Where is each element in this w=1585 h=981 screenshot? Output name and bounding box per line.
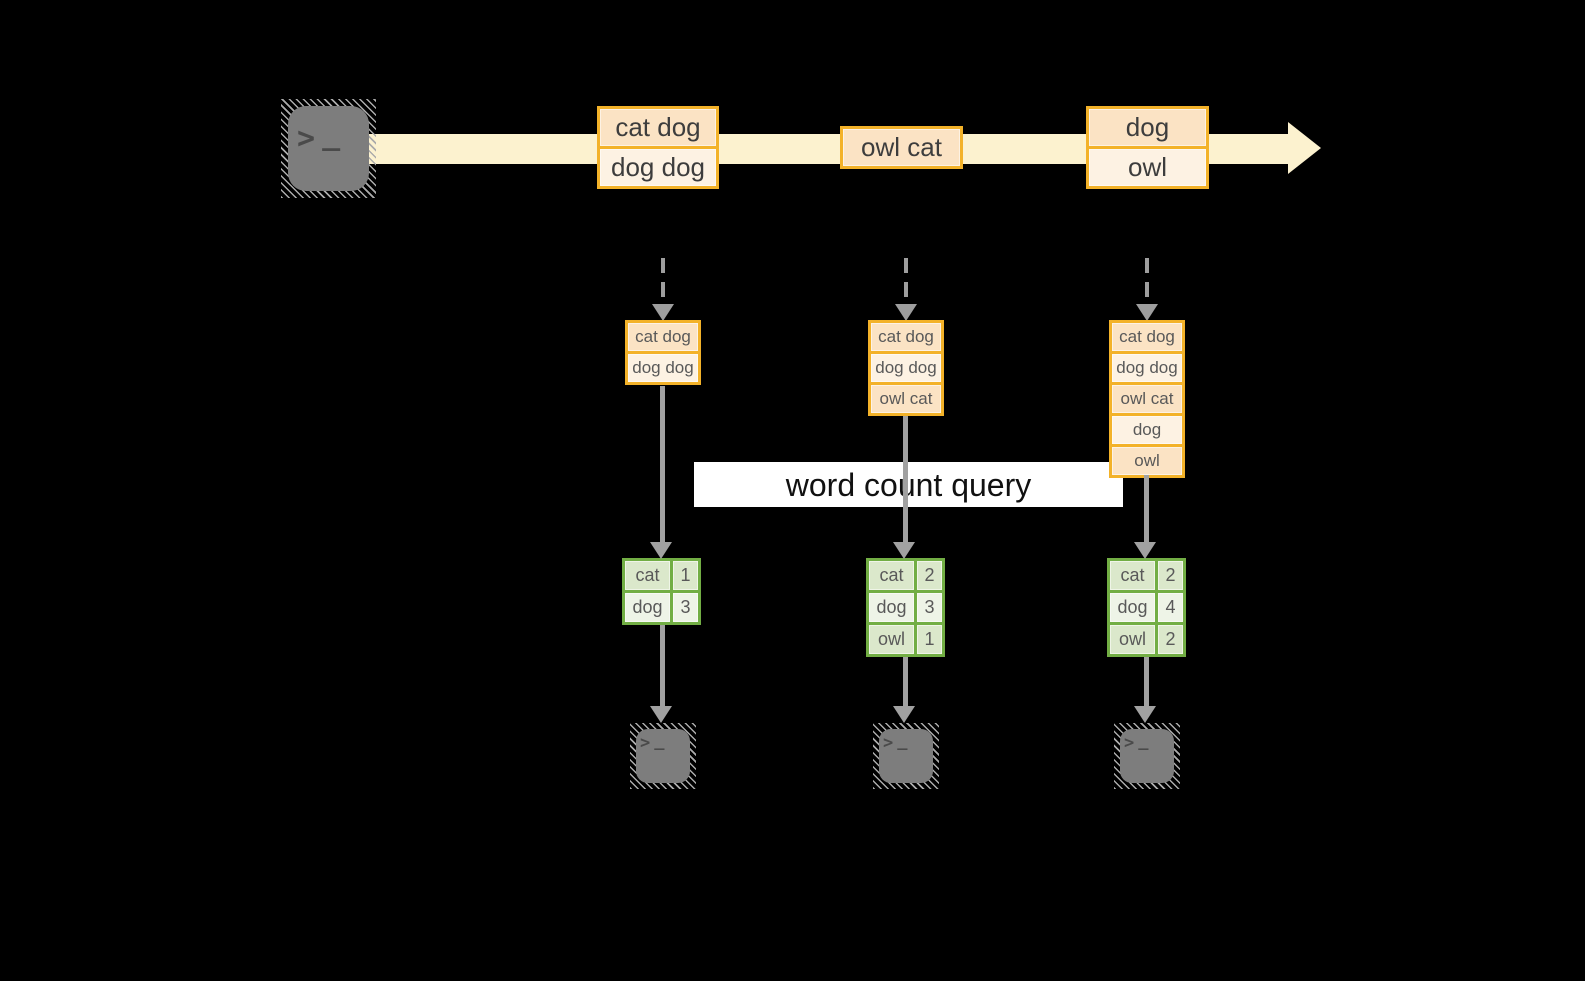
dashed-down-arrow-head [652,304,674,321]
word-cell: owl [869,625,917,654]
terminal-prompt-icon: >_ [883,731,908,753]
count-row: dog 3 [625,590,698,622]
micro-batch-item: cat dog [1112,323,1182,351]
stream-batch: dog owl [1086,106,1209,189]
dashed-down-arrow-head [895,304,917,321]
prompt-chevron: > [883,733,894,753]
batch-item: dog [1089,109,1206,146]
solid-down-arrow-head [650,542,672,559]
dashed-down-arrow [661,258,665,304]
micro-batch-list: cat dog dog dog [625,320,701,385]
prompt-cursor: _ [322,117,341,152]
batch-item: owl [1089,146,1206,186]
count-row: cat 1 [625,561,698,590]
micro-batch-item: owl cat [871,382,941,413]
query-label: word count query [694,462,1123,507]
solid-down-arrow-head [650,706,672,723]
terminal-body [636,729,690,783]
word-cell: dog [1110,593,1158,622]
count-row: dog 3 [869,590,942,622]
count-cell: 4 [1158,593,1183,622]
solid-down-arrow-head [1134,706,1156,723]
micro-batch-item: owl [1112,444,1182,475]
solid-down-arrow [903,657,908,707]
count-cell: 1 [917,625,942,654]
word-cell: cat [869,561,917,590]
sink-terminal-icon: >_ [1114,723,1180,789]
stream-batch: cat dog dog dog [597,106,719,189]
batch-item: cat dog [600,109,716,146]
prompt-cursor: _ [897,731,908,751]
micro-batch-item: owl cat [1112,382,1182,413]
count-cell: 3 [673,593,698,622]
count-cell: 3 [917,593,942,622]
word-cell: dog [625,593,673,622]
count-row: owl 2 [1110,622,1183,654]
prompt-cursor: _ [1138,731,1149,751]
source-terminal-icon: >_ [281,99,376,198]
count-cell: 2 [1158,561,1183,590]
micro-batch-item: dog [1112,413,1182,444]
count-cell: 1 [673,561,698,590]
micro-batch-item: cat dog [628,323,698,351]
micro-batch-list: cat dog dog dog owl cat [868,320,944,416]
solid-down-arrow-head [893,542,915,559]
terminal-body [1120,729,1174,783]
sink-terminal-icon: >_ [873,723,939,789]
count-cell: 2 [917,561,942,590]
solid-down-arrow [903,416,908,544]
word-cell: owl [1110,625,1158,654]
stream-batch: owl cat [840,126,963,169]
word-cell: cat [625,561,673,590]
dashed-down-arrow-head [1136,304,1158,321]
micro-batch-list: cat dog dog dog owl cat dog owl [1109,320,1185,478]
word-count-table: cat 1 dog 3 [622,558,701,625]
solid-down-arrow [1144,475,1149,544]
solid-down-arrow [1144,657,1149,707]
solid-down-arrow [660,386,665,544]
solid-down-arrow [660,625,665,707]
count-row: dog 4 [1110,590,1183,622]
prompt-chevron: > [297,121,316,156]
batch-item: owl cat [843,129,960,166]
terminal-prompt-icon: >_ [297,117,340,156]
micro-batch-item: dog dog [1112,351,1182,382]
word-count-table: cat 2 dog 3 owl 1 [866,558,945,657]
word-cell: dog [869,593,917,622]
count-row: owl 1 [869,622,942,654]
terminal-body [288,106,369,191]
batch-item: dog dog [600,146,716,186]
terminal-prompt-icon: >_ [640,731,665,753]
micro-batch-item: dog dog [871,351,941,382]
count-row: cat 2 [869,561,942,590]
dashed-down-arrow [1145,258,1149,304]
prompt-chevron: > [640,733,651,753]
sink-terminal-icon: >_ [630,723,696,789]
micro-batch-item: cat dog [871,323,941,351]
terminal-body [879,729,933,783]
stream-arrow-head [1288,122,1321,174]
count-cell: 2 [1158,625,1183,654]
word-count-table: cat 2 dog 4 owl 2 [1107,558,1186,657]
terminal-prompt-icon: >_ [1124,731,1149,753]
dashed-down-arrow [904,258,908,304]
prompt-cursor: _ [654,731,665,751]
prompt-chevron: > [1124,733,1135,753]
micro-batch-item: dog dog [628,351,698,382]
solid-down-arrow-head [893,706,915,723]
solid-down-arrow-head [1134,542,1156,559]
word-cell: cat [1110,561,1158,590]
count-row: cat 2 [1110,561,1183,590]
